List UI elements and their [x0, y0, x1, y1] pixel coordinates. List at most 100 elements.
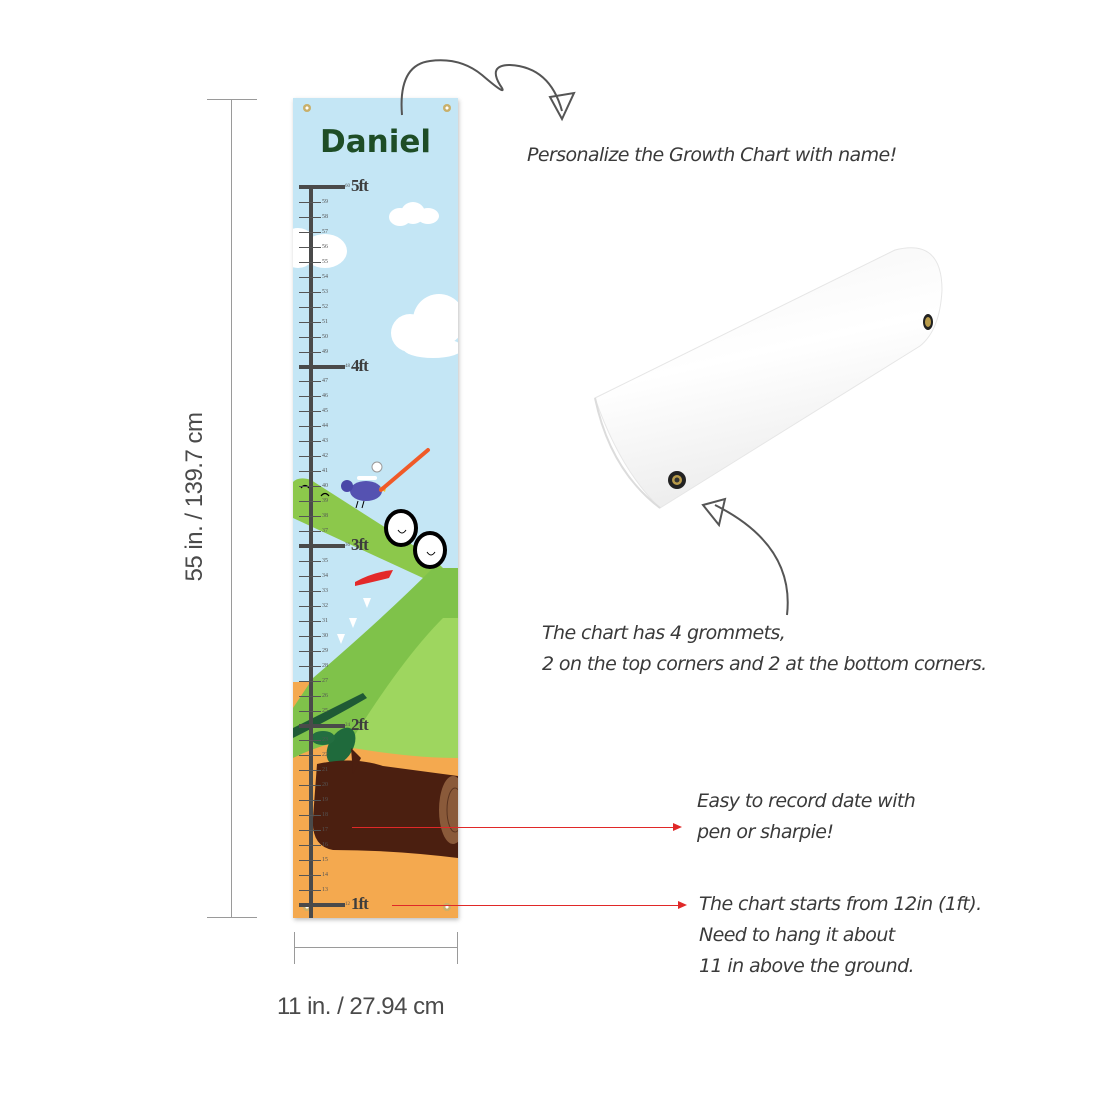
- grommet-bottom-left: [303, 903, 311, 911]
- width-dimension-right-cap: [457, 932, 458, 964]
- width-dimension-label: 11 in. / 27.94 cm: [277, 993, 445, 1020]
- ruler-tick-label: 31: [322, 617, 328, 624]
- grommets-note-line-2: 2 on the top corners and 2 at the bottom…: [542, 653, 987, 675]
- ruler-foot-label: 5ft: [351, 176, 369, 195]
- personalize-curly-arrow-icon: [400, 59, 576, 122]
- ruler-tick-label: 30: [322, 632, 328, 639]
- ruler-minor-tick: [299, 740, 321, 742]
- height-dimension-line: [231, 99, 232, 918]
- personalize-note: Personalize the Growth Chart with name!: [527, 144, 897, 166]
- ruler-minor-tick: [299, 770, 321, 772]
- ruler-major-inch-label: 60: [345, 184, 350, 189]
- ruler-minor-tick: [299, 246, 321, 248]
- ruler-minor-tick: [299, 306, 321, 308]
- ruler-tick-label: 35: [322, 557, 328, 564]
- ruler-foot-label: 2ft: [351, 714, 369, 734]
- ruler-tick-label: 20: [322, 782, 328, 789]
- ruler-minor-tick: [299, 426, 321, 428]
- record-pointer-arrow-icon: [673, 823, 682, 831]
- ruler-foot-label: 4ft: [351, 355, 369, 375]
- ruler-tick-label: 55: [322, 258, 328, 265]
- ruler-minor-tick: [299, 201, 321, 203]
- ruler-minor-tick: [299, 650, 321, 652]
- width-dimension-line: [294, 947, 458, 948]
- ruler-minor-tick: [299, 605, 321, 607]
- ruler-foot-label: 3ft: [351, 535, 369, 554]
- ruler-minor-tick: [299, 336, 321, 338]
- ruler-tick-label: 34: [322, 572, 328, 579]
- grommet-top-right: [443, 104, 451, 112]
- ruler-tick-label: 51: [322, 318, 328, 325]
- ruler-minor-tick: [299, 276, 321, 278]
- ruler-tick-label: 56: [322, 243, 328, 250]
- ruler-minor-tick: [299, 216, 321, 218]
- ruler-minor-tick: [299, 890, 321, 892]
- ruler-tick-label: 54: [322, 273, 328, 280]
- ruler-tick-label: 22: [322, 752, 328, 759]
- ruler-minor-tick: [299, 516, 321, 518]
- record-note: Easy to record date with pen or sharpie!: [697, 786, 916, 848]
- start-note: The chart starts from 12in (1ft). Need t…: [699, 889, 982, 982]
- ruler-major-inch-label: 12: [345, 902, 350, 907]
- ruler-minor-tick: [299, 560, 321, 562]
- ruler-minor-tick: [299, 261, 321, 263]
- ruler-tick-label: 18: [322, 812, 328, 819]
- ruler-tick-label: 45: [322, 408, 328, 415]
- ruler-tick-label: 50: [322, 333, 328, 340]
- ruler-tick-label: 28: [322, 662, 328, 669]
- ruler-tick-label: 57: [322, 228, 328, 235]
- ruler-minor-tick: [299, 575, 321, 577]
- ruler-major-tick: [299, 544, 345, 548]
- ruler-minor-tick: [299, 815, 321, 817]
- height-dimension-bottom-cap: [207, 917, 257, 918]
- ruler-major-inch-label: 24: [345, 722, 350, 728]
- ruler-tick-label: 49: [322, 348, 328, 355]
- ruler-minor-tick: [299, 441, 321, 443]
- ruler-minor-tick: [299, 680, 321, 682]
- ruler-minor-tick: [299, 800, 321, 802]
- ruler-tick-label: 14: [322, 872, 328, 879]
- crocodile-illustration: [293, 448, 458, 858]
- ruler-minor-tick: [299, 381, 321, 383]
- ruler-tick-label: 58: [322, 213, 328, 220]
- ruler-minor-tick: [299, 785, 321, 787]
- ruler-minor-tick: [299, 830, 321, 832]
- record-note-line-1: Easy to record date with: [697, 790, 916, 812]
- start-pointer-arrow-icon: [678, 901, 687, 909]
- ruler-tick-label: 41: [322, 468, 328, 475]
- ruler-minor-tick: [299, 845, 321, 847]
- ruler-tick-label: 25: [322, 707, 328, 714]
- ruler-tick-label: 52: [322, 303, 328, 310]
- grommets-note-line-1: The chart has 4 grommets,: [542, 622, 786, 644]
- ruler-tick-label: 47: [322, 378, 328, 385]
- ruler-tick-label: 16: [322, 842, 328, 849]
- width-dimension-left-cap: [294, 932, 295, 964]
- ruler-tick-label: 43: [322, 438, 328, 445]
- ruler-tick-label: 40: [322, 483, 328, 490]
- ruler-tick-label: 27: [322, 677, 328, 684]
- ruler-minor-tick: [299, 291, 321, 293]
- ruler-tick-label: 23: [322, 737, 328, 744]
- ruler-tick-label: 17: [322, 827, 328, 834]
- ruler-tick-label: 32: [322, 602, 328, 609]
- ruler-tick-label: 37: [322, 528, 328, 535]
- ruler-minor-tick: [299, 710, 321, 712]
- ruler-foot-label: 1ft: [351, 894, 369, 913]
- ruler-minor-tick: [299, 590, 321, 592]
- grommets-note: The chart has 4 grommets, 2 on the top c…: [542, 618, 987, 680]
- height-dimension-top-cap: [207, 99, 257, 100]
- ruler-tick-label: 46: [322, 393, 328, 400]
- grommet-pointer-arrow-icon: [701, 497, 789, 616]
- ruler-minor-tick: [299, 231, 321, 233]
- start-note-line-1: The chart starts from 12in (1ft).: [699, 893, 982, 915]
- ruler-minor-tick: [299, 755, 321, 757]
- ruler-tick-label: 29: [322, 647, 328, 654]
- ruler-minor-tick: [299, 860, 321, 862]
- ruler-minor-tick: [299, 456, 321, 458]
- start-note-line-3: 11 in above the ground.: [699, 955, 915, 977]
- ruler-spine: [309, 187, 313, 918]
- ruler-minor-tick: [299, 531, 321, 533]
- ruler-minor-tick: [299, 695, 321, 697]
- ruler-tick-label: 26: [322, 692, 328, 699]
